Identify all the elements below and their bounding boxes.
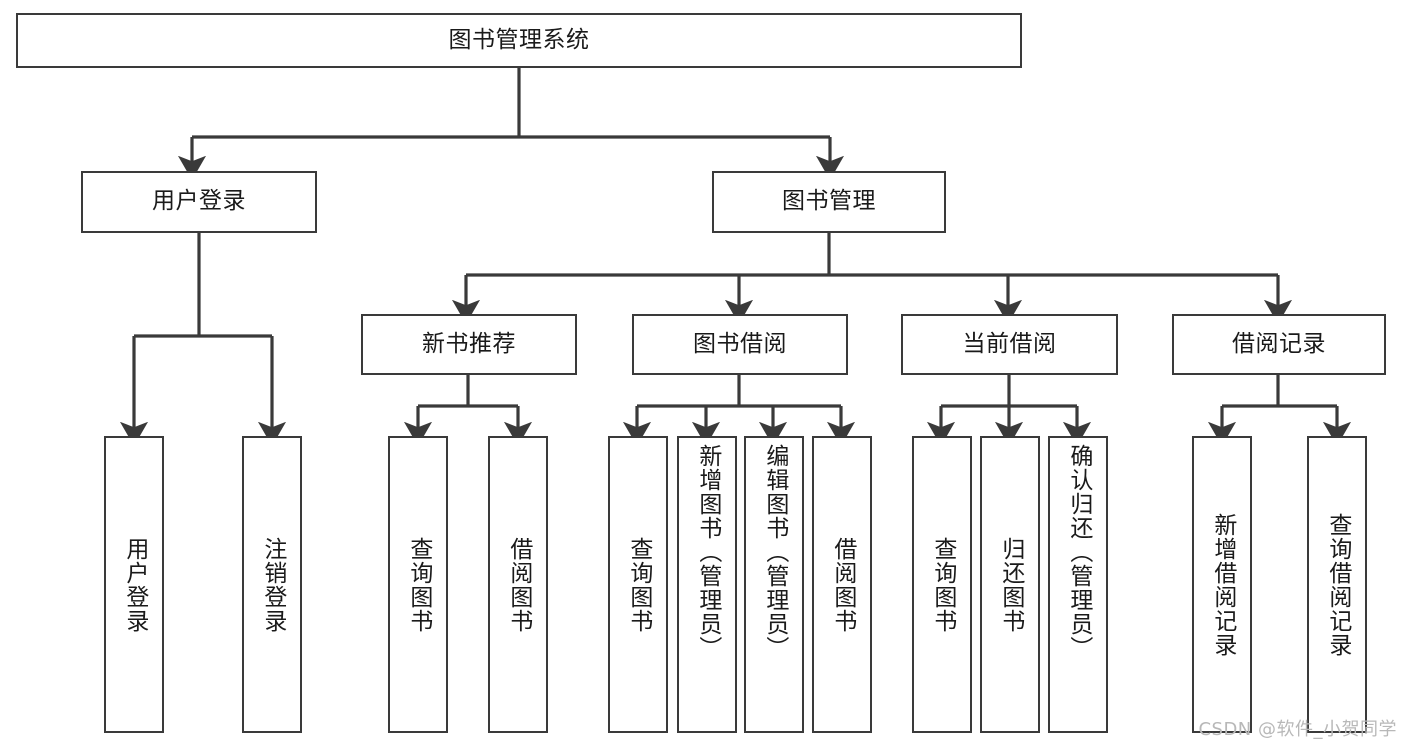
node-leaf-add-book[interactable]: 新增图书（管理员） bbox=[677, 436, 737, 733]
node-label: 借阅图书 bbox=[505, 536, 532, 633]
node-label: 查询图书 bbox=[929, 536, 956, 633]
node-book-manage[interactable]: 图书管理 bbox=[712, 171, 946, 233]
node-leaf-edit-book[interactable]: 编辑图书（管理员） bbox=[744, 436, 804, 733]
node-label: 新增借阅记录 bbox=[1209, 512, 1236, 657]
csdn-watermark: CSDN @软件_小贺同学 bbox=[1198, 719, 1397, 740]
node-borrow-record[interactable]: 借阅记录 bbox=[1172, 314, 1386, 375]
node-label: 用户登录 bbox=[152, 188, 246, 215]
node-root-system[interactable]: 图书管理系统 bbox=[16, 13, 1022, 68]
node-label: 借阅记录 bbox=[1232, 330, 1326, 357]
node-label: 查询借阅记录 bbox=[1324, 512, 1351, 657]
node-leaf-add-record[interactable]: 新增借阅记录 bbox=[1192, 436, 1252, 733]
node-leaf-user-login[interactable]: 用户登录 bbox=[104, 436, 164, 733]
node-leaf-query-book-3[interactable]: 查询图书 bbox=[912, 436, 972, 733]
node-label: 查询图书 bbox=[625, 536, 652, 633]
node-label: 用户登录 bbox=[121, 536, 148, 633]
node-leaf-query-record[interactable]: 查询借阅记录 bbox=[1307, 436, 1367, 733]
node-leaf-query-book-2[interactable]: 查询图书 bbox=[608, 436, 668, 733]
node-label: 查询图书 bbox=[405, 536, 432, 633]
node-label: 新书推荐 bbox=[422, 330, 516, 357]
node-label: 编辑图书（管理员） bbox=[761, 444, 788, 660]
node-leaf-query-book-1[interactable]: 查询图书 bbox=[388, 436, 448, 733]
node-leaf-logout-login[interactable]: 注销登录 bbox=[242, 436, 302, 733]
node-label: 图书管理 bbox=[782, 188, 876, 215]
node-leaf-borrow-book-1[interactable]: 借阅图书 bbox=[488, 436, 548, 733]
node-label: 确认归还（管理员） bbox=[1065, 444, 1092, 660]
node-current-borrow[interactable]: 当前借阅 bbox=[901, 314, 1118, 375]
node-label: 图书借阅 bbox=[693, 330, 787, 357]
node-label: 图书管理系统 bbox=[448, 26, 590, 53]
node-new-book-rec[interactable]: 新书推荐 bbox=[361, 314, 577, 375]
node-user-login[interactable]: 用户登录 bbox=[81, 171, 317, 233]
node-label: 注销登录 bbox=[259, 536, 286, 633]
node-leaf-borrow-book-2[interactable]: 借阅图书 bbox=[812, 436, 872, 733]
node-label: 新增图书（管理员） bbox=[694, 444, 721, 660]
node-leaf-return-book[interactable]: 归还图书 bbox=[980, 436, 1040, 733]
node-label: 当前借阅 bbox=[962, 330, 1057, 357]
node-book-borrow[interactable]: 图书借阅 bbox=[632, 314, 848, 375]
node-label: 归还图书 bbox=[997, 536, 1024, 633]
node-label: 借阅图书 bbox=[829, 536, 856, 633]
node-leaf-confirm-return[interactable]: 确认归还（管理员） bbox=[1048, 436, 1108, 733]
